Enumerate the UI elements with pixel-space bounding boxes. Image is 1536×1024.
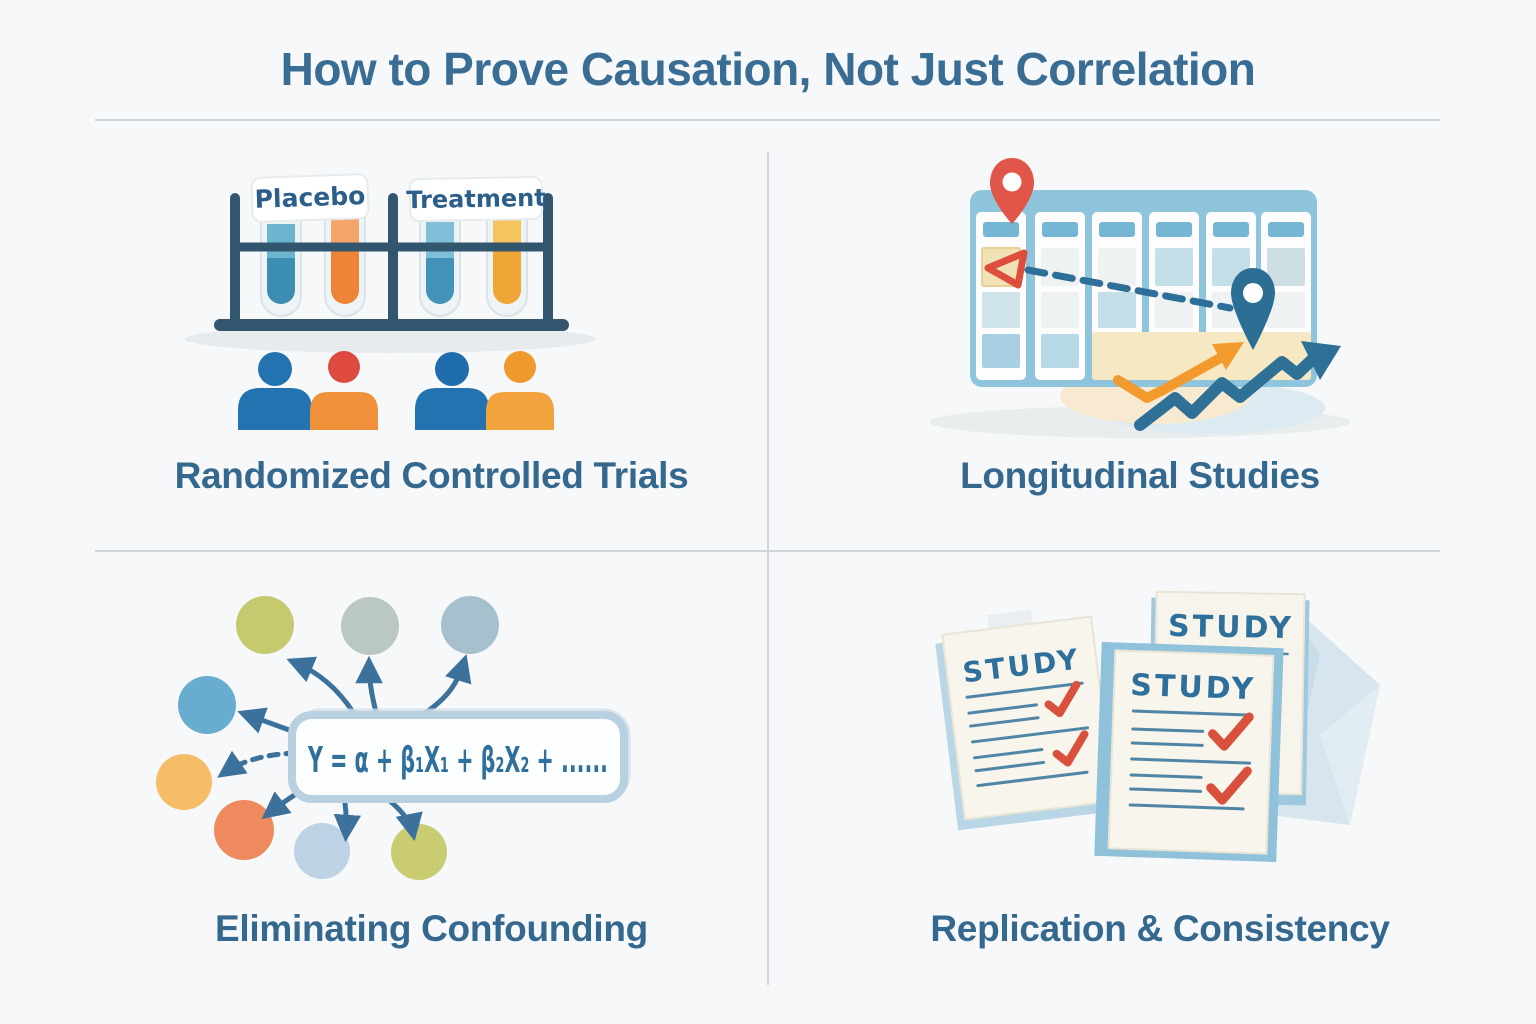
treatment-tube-2 (486, 205, 528, 317)
horizontal-quadrant-divider (95, 550, 1440, 552)
placebo-label: Placebo (254, 181, 366, 214)
test-tube-rack (214, 193, 569, 331)
red-arrowhead-icon (984, 249, 1028, 289)
longitudinal-caption: Longitudinal Studies (960, 455, 1320, 496)
blue-trend-arrow-icon (1134, 341, 1341, 431)
confounder-circle-gray (341, 597, 399, 655)
red-map-pin-icon (990, 158, 1034, 224)
calendar-icon (970, 190, 1317, 387)
study-document-left: STUDY (935, 609, 1115, 831)
confounder-circle-coral (214, 800, 274, 860)
checkmark-icon (1052, 730, 1089, 767)
confounder-circle-olive-2 (391, 824, 447, 880)
calendar-cells (981, 247, 1311, 380)
confounding-illustration: Y = α + β₁X₁ + β₂X₂ + ...... (156, 596, 631, 880)
placebo-tube-2 (324, 205, 366, 317)
confounder-circle-blue (178, 676, 236, 734)
confounder-circle-amber (156, 754, 212, 810)
confounder-circle-paleblue (294, 823, 350, 879)
participants-icons (238, 351, 554, 430)
confounder-circle-olive-1 (236, 596, 294, 654)
checkmark-icon (1206, 766, 1252, 805)
confounder-circle-bluegray (441, 596, 499, 654)
confounding-caption: Eliminating Confounding (215, 908, 648, 949)
treatment-label: Treatment (406, 184, 546, 214)
checkmark-icon (1208, 712, 1254, 751)
calendar-header-cells (983, 222, 1304, 237)
confounder-circles (156, 596, 499, 880)
vertical-quadrant-divider (767, 152, 769, 985)
study-title-front: STUDY (1130, 668, 1257, 707)
regression-formula-box: Y = α + β₁X₁ + β₂X₂ + ...... (288, 708, 631, 803)
replication-illustration: STUDY STUDY STUDY (935, 590, 1380, 863)
longitudinal-illustration (930, 158, 1350, 438)
orange-trend-arrow-icon (1113, 342, 1244, 403)
person-icon-blue-1 (238, 352, 312, 430)
treatment-tube-1 (419, 205, 461, 317)
checkmark-icon (1044, 680, 1081, 718)
regression-formula: Y = α + β₁X₁ + β₂X₂ + ...... (307, 740, 608, 781)
person-icon-orange (486, 351, 554, 430)
person-icon-blue-2 (415, 352, 489, 430)
study-front-lines (1128, 709, 1253, 811)
dashed-timeline-line (1024, 266, 1234, 312)
page-title: How to Prove Causation, Not Just Correla… (280, 43, 1256, 95)
blue-map-pin-icon (1231, 268, 1275, 350)
treatment-label-card: Treatment (406, 176, 546, 222)
study-document-front: STUDY (1094, 641, 1284, 863)
placebo-label-card: Placebo (250, 173, 370, 223)
title-divider (95, 119, 1440, 121)
person-icon-red-orange (310, 351, 378, 430)
rct-caption: Randomized Controlled Trials (174, 455, 689, 496)
duration-highlight-band (1092, 332, 1311, 380)
replication-caption: Replication & Consistency (930, 908, 1390, 949)
rct-illustration: Placebo Treatment (185, 173, 595, 430)
rct-shadow (185, 325, 595, 353)
study-title-back: STUDY (1168, 609, 1294, 646)
study-left-lines (965, 681, 1090, 788)
